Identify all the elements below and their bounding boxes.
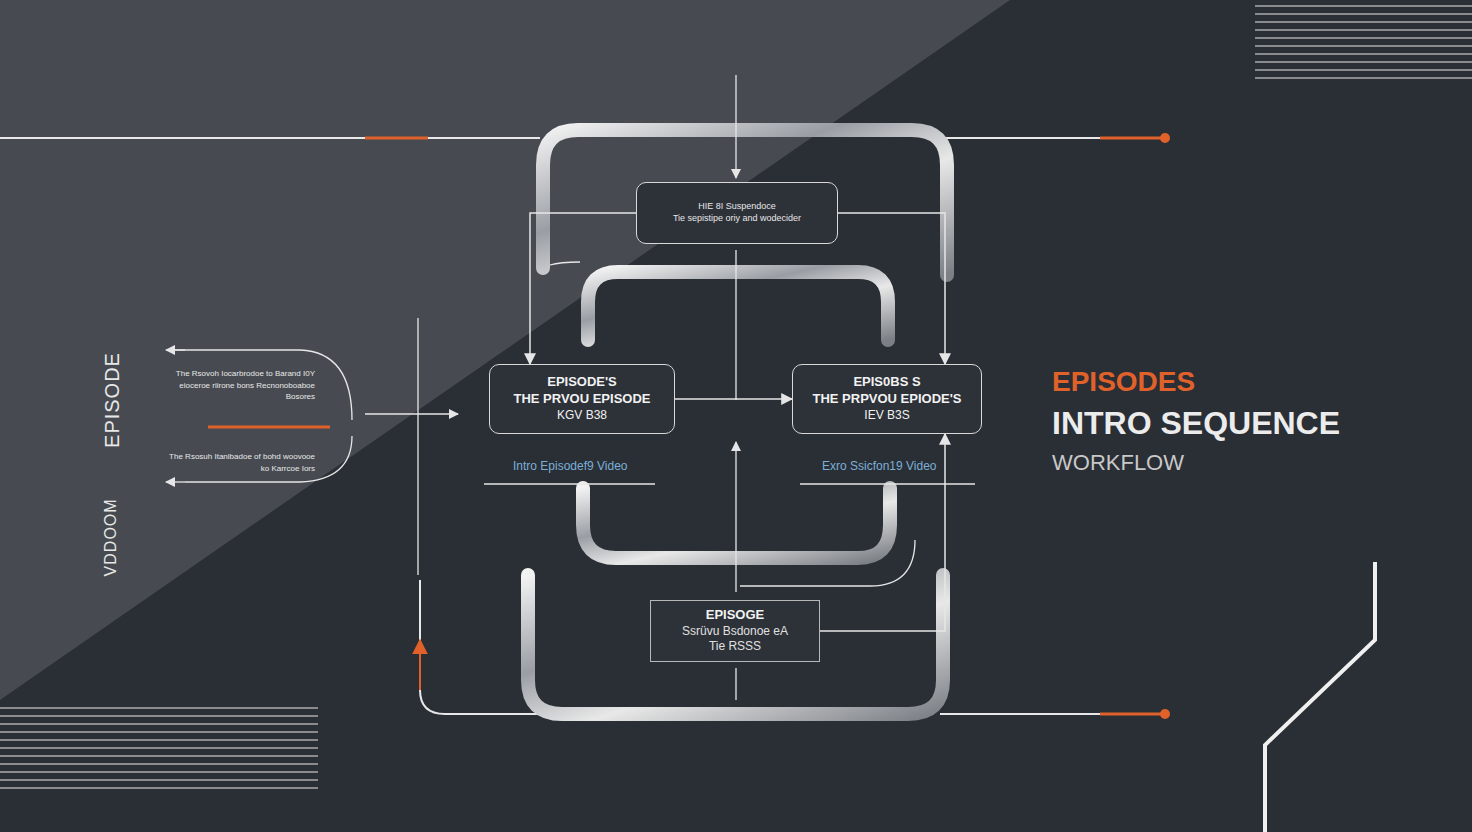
- stripes: [0, 6, 1472, 788]
- node-text: Tie sepistipe oriy and wodecider: [673, 213, 801, 225]
- leader-lines: [166, 75, 975, 700]
- vertical-label: VDDOOM: [101, 498, 122, 576]
- node-text: Tie RSSS: [709, 639, 761, 655]
- connector-arrow: [675, 398, 792, 400]
- node-caption: Intro Episodef9 Video: [513, 459, 628, 475]
- node-text: THE PRVOU EPISODE: [513, 391, 650, 408]
- node-text: HIE 8I Suspendoce: [698, 201, 776, 213]
- node-text: IEV B3S: [864, 408, 909, 424]
- node-text: EPIS0BS S: [853, 374, 920, 391]
- node-text: KGV B38: [557, 408, 607, 424]
- vertical-label: EPISODE: [99, 352, 125, 448]
- diagram-title: INTRO SEQUENCE: [1052, 403, 1340, 445]
- metal-brackets: [528, 130, 947, 714]
- process-box: EPIS0BS STHE PRPVOU EPIODE'SIEV B3S: [792, 364, 982, 434]
- diagram-caption: WORKFLOW: [1052, 449, 1184, 478]
- node-caption: Exro Ssicfon19 Video: [822, 459, 937, 475]
- connector-arrow: [530, 213, 636, 364]
- accent-line: [208, 426, 330, 429]
- process-box: EPISODE'STHE PRVOU EPISODEKGV B38: [489, 364, 675, 434]
- title-accent: EPISODES: [1052, 364, 1195, 400]
- annotation: The Rsovoh Iocarbrodoe to Barand I0Y eio…: [165, 368, 315, 403]
- node-text: EPISOGE: [706, 607, 765, 624]
- connector-arrow: [838, 213, 945, 364]
- process-box: HIE 8I SuspendoceTie sepistipe oriy and …: [636, 182, 838, 244]
- rails: [0, 133, 1375, 832]
- connector-arrow: [820, 434, 945, 631]
- diagonal-panel: [0, 0, 1010, 700]
- process-box: EPISOGESsrüvu Bsdonoe eATie RSSS: [650, 600, 820, 662]
- node-text: EPISODE'S: [547, 374, 617, 391]
- annotation: The Rsosuh Itanibadoe of bohd woovooe ko…: [165, 451, 315, 474]
- node-text: Ssrüvu Bsdonoe eA: [682, 624, 788, 640]
- node-text: THE PRPVOU EPIODE'S: [812, 391, 961, 408]
